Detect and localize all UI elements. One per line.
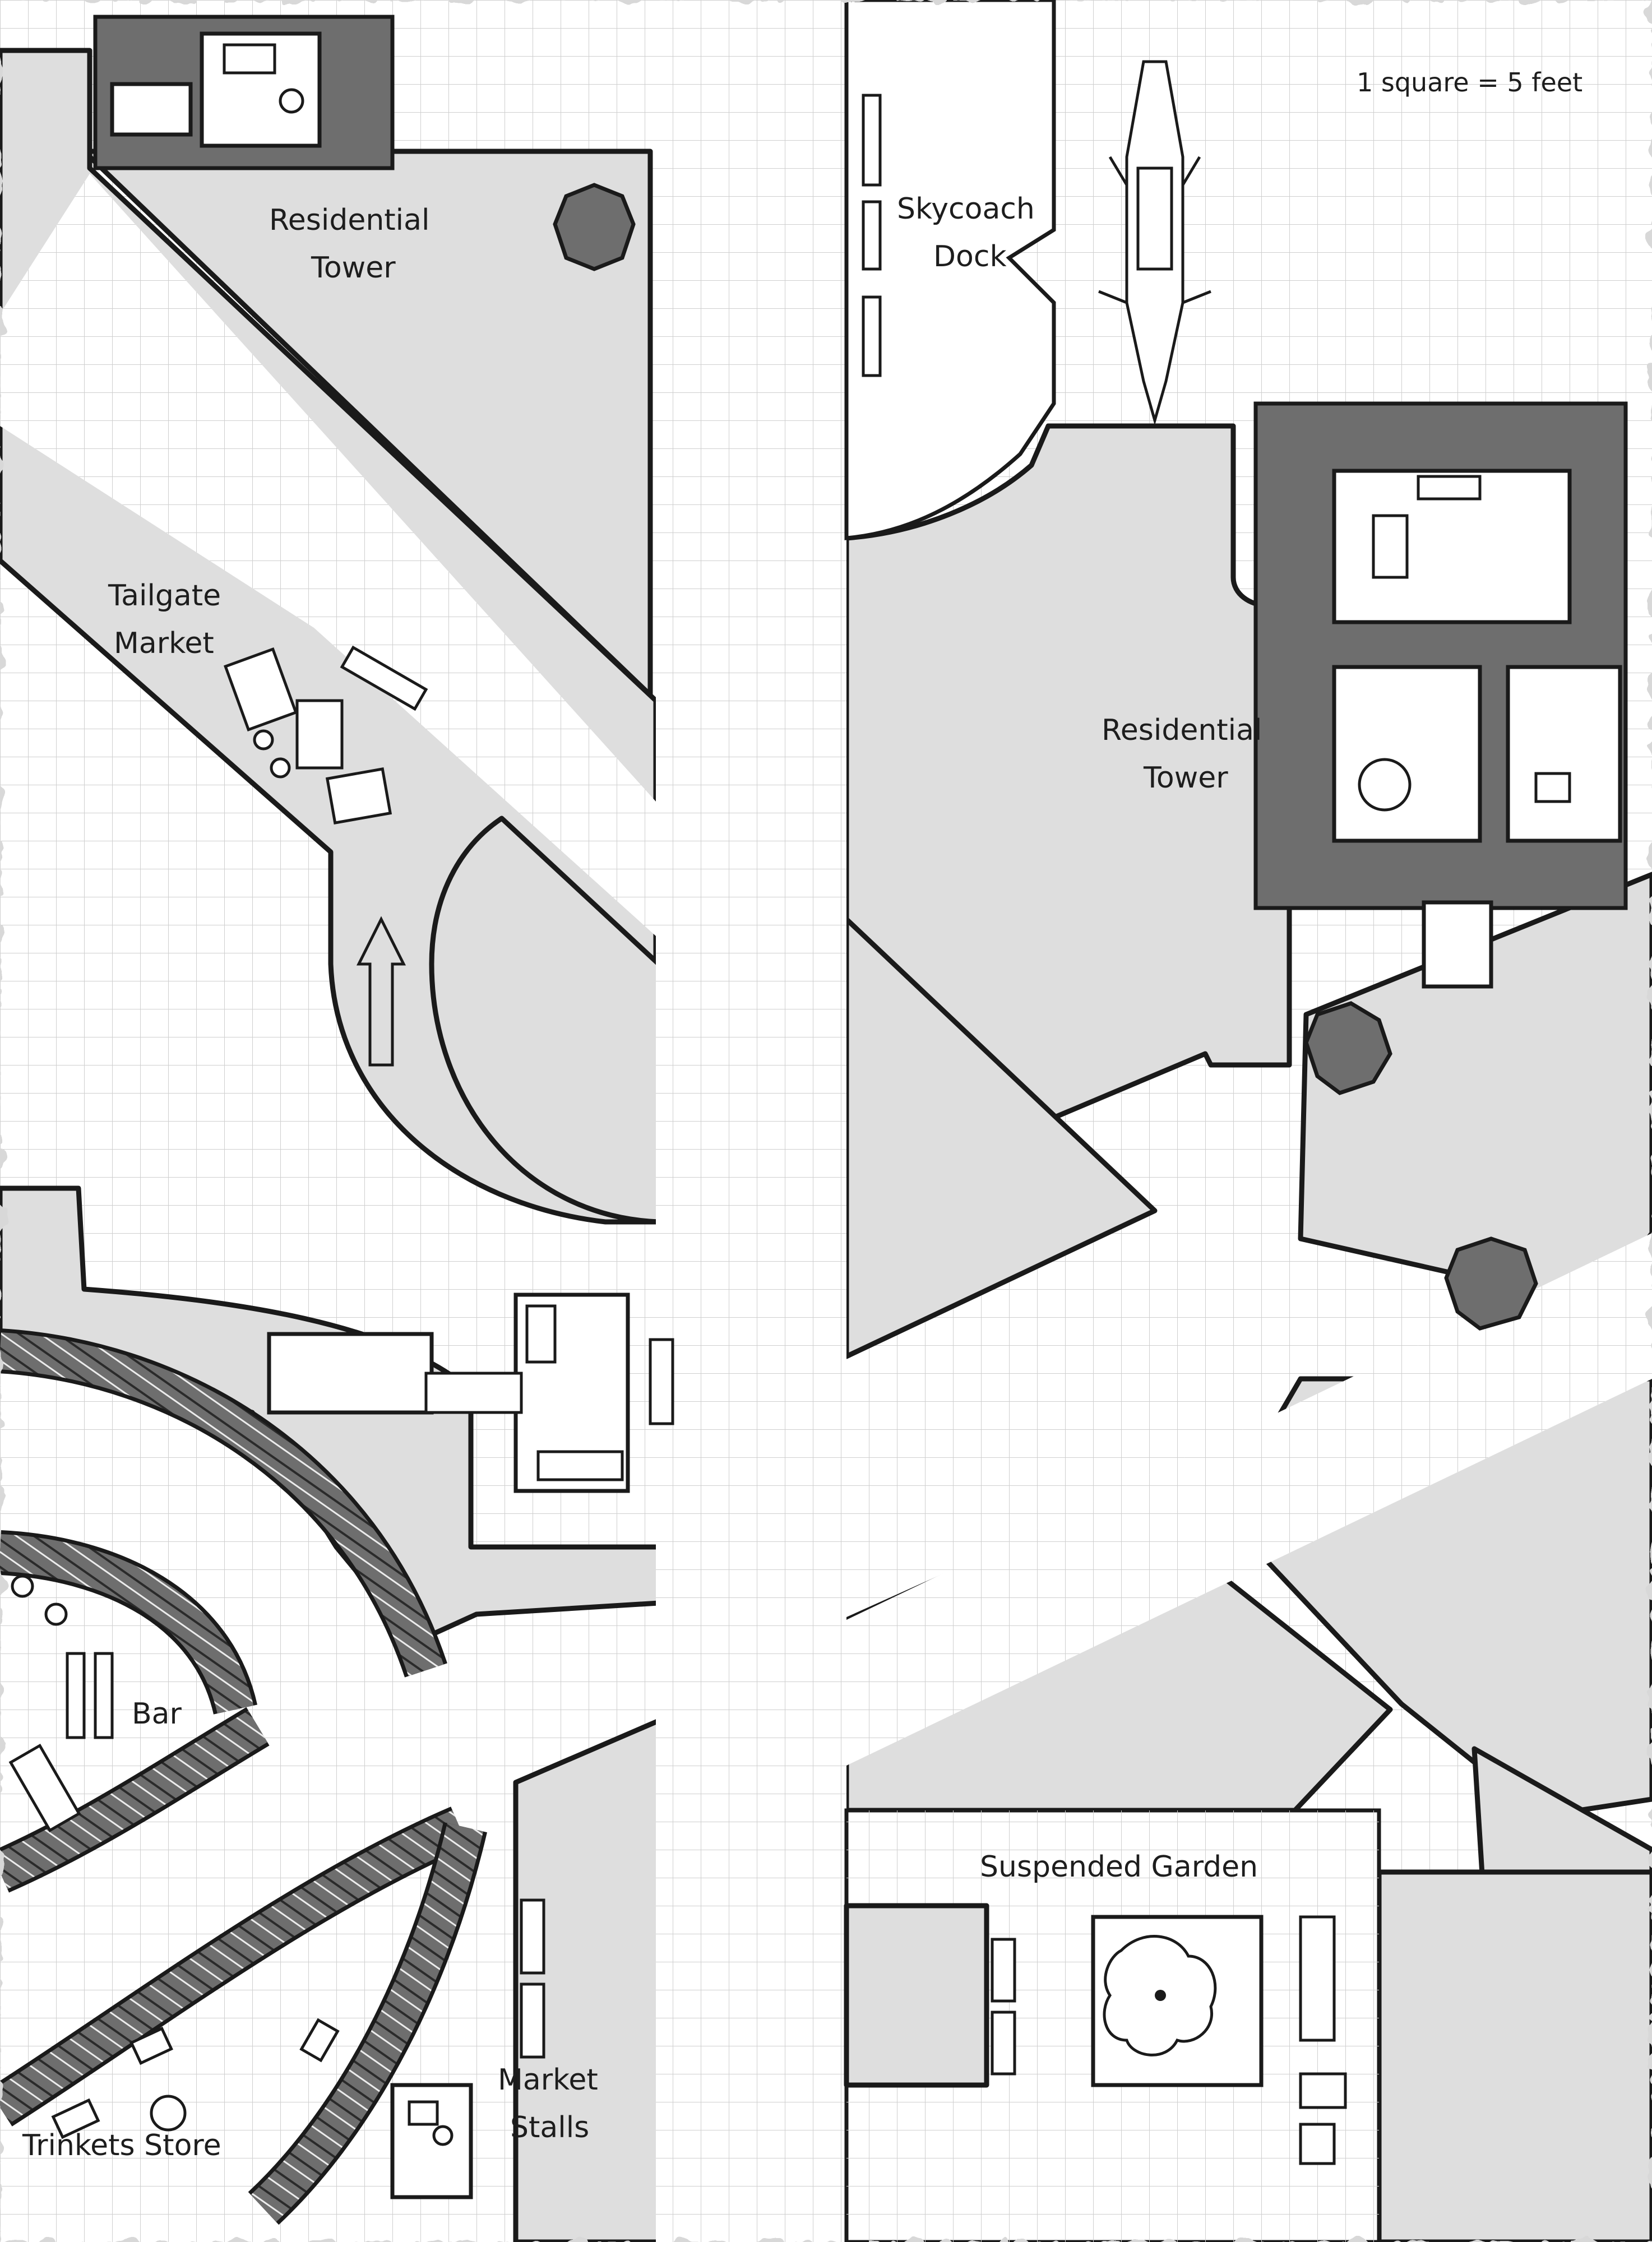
residential-tower-ne-building: [1253, 401, 1628, 989]
label-skycoach-dock-line2: Dock: [933, 240, 1007, 274]
pillar-icon: [553, 183, 636, 271]
label-residential-tower-ne-line1: Residential: [1102, 714, 1262, 747]
arc-wall-bar-hatch: [0, 1534, 254, 1714]
block-market-stalls: [513, 1718, 661, 2242]
label-tailgate-market-line1: Tailgate: [108, 579, 221, 613]
block-se-lower: [1376, 1869, 1652, 2242]
scale-label: 1 square = 5 feet: [1357, 67, 1582, 98]
tree-icon: [1103, 1935, 1217, 2056]
road-diagonal-ne-grid: [846, 1233, 1652, 1766]
arc-wall-bar-lower-hatch: [0, 1710, 267, 1889]
label-residential-tower-nw-line2: Tower: [311, 251, 396, 285]
plaza-quarter-circle: [429, 816, 661, 1225]
residential-tower-nw-building: [93, 15, 395, 170]
market-stalls-booths: [390, 1898, 545, 2199]
tailgate-market-carts: [223, 645, 428, 824]
arc-wall-outer-hatch: [0, 1332, 444, 1676]
label-residential-tower-nw-line1: Residential: [269, 203, 429, 237]
label-bar: Bar: [132, 1697, 182, 1731]
label-tailgate-market-line2: Market: [114, 627, 214, 660]
label-market-stalls-line1: Market: [498, 2063, 598, 2097]
label-suspended-garden: Suspended Garden: [980, 1850, 1258, 1884]
trinkets-store-interior: [51, 2018, 340, 2139]
skycoach-icon: [1098, 60, 1211, 426]
pillar-icon: [1304, 1001, 1392, 1095]
road-diagonal-nw-grid: [0, 174, 656, 936]
central-kiosk: [267, 1293, 674, 1493]
label-residential-tower-ne-line2: Tower: [1143, 761, 1228, 795]
arc-wall-trinkets-inner-hatch: [251, 1823, 484, 2222]
arc-wall-trinkets-outer-hatch: [0, 1810, 468, 2123]
road-north-south-grid: [656, 0, 846, 2242]
pillar-icon: [1444, 1236, 1538, 1331]
label-skycoach-dock-line1: Skycoach: [897, 192, 1035, 226]
arrow-icon: [356, 916, 406, 1067]
label-market-stalls-line2: Stalls: [510, 2111, 589, 2144]
bar-interior: [8, 1574, 114, 1833]
label-trinkets-store: Trinkets Store: [22, 2129, 221, 2162]
skycoach-dock-pier: [844, 0, 1056, 540]
